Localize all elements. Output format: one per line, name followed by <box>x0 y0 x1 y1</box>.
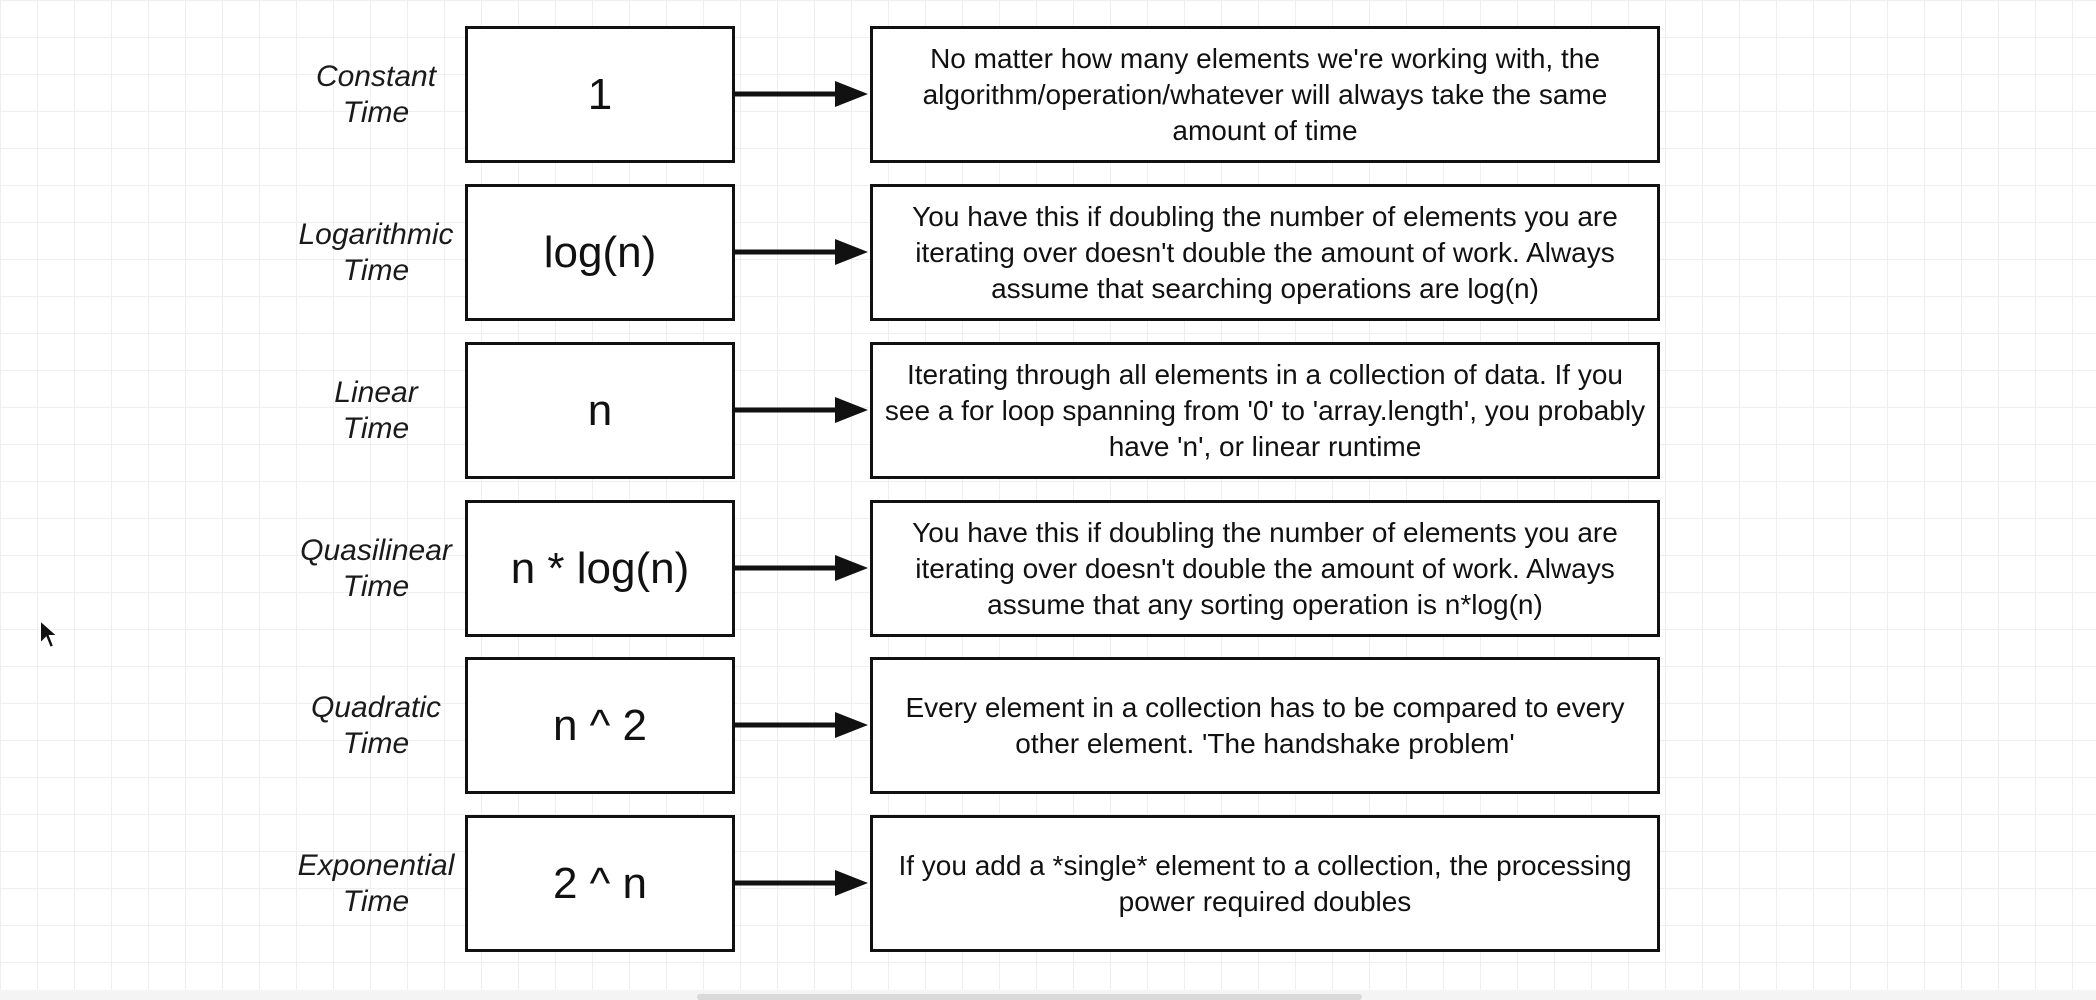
right-arrow-icon <box>735 555 868 581</box>
row-label: Quasilinear Time <box>283 500 469 637</box>
row-label-line2: Time <box>342 884 410 918</box>
right-arrow-icon <box>735 239 868 265</box>
complexity-row-logarithmic: Logarithmic Time log(n) You have this if… <box>0 184 2096 321</box>
row-label-line1: Exponential <box>297 848 455 882</box>
complexity-row-exponential: Exponential Time 2 ^ n If you add a *sin… <box>0 815 2096 952</box>
right-arrow-icon <box>735 870 868 896</box>
complexity-box[interactable]: n * log(n) <box>465 500 735 637</box>
right-arrow-icon <box>735 81 868 107</box>
complexity-box[interactable]: n <box>465 342 735 479</box>
description-box[interactable]: You have this if doubling the number of … <box>870 184 1660 321</box>
row-label-line1: Constant <box>315 59 437 93</box>
description-box[interactable]: No matter how many elements we're workin… <box>870 26 1660 163</box>
row-label-line2: Time <box>342 95 410 129</box>
complexity-row-quasilinear: Quasilinear Time n * log(n) You have thi… <box>0 500 2096 637</box>
row-label-line2: Time <box>342 411 410 445</box>
complexity-box[interactable]: 1 <box>465 26 735 163</box>
description-box[interactable]: You have this if doubling the number of … <box>870 500 1660 637</box>
row-label: Constant Time <box>283 26 469 163</box>
description-box[interactable]: If you add a *single* element to a colle… <box>870 815 1660 952</box>
row-label-line2: Time <box>342 253 410 287</box>
row-label-line1: Quadratic <box>310 690 442 724</box>
right-arrow-icon <box>735 397 868 423</box>
description-box[interactable]: Iterating through all elements in a coll… <box>870 342 1660 479</box>
row-label-line2: Time <box>342 569 410 603</box>
row-label-line1: Quasilinear <box>300 533 452 567</box>
complexity-box[interactable]: n ^ 2 <box>465 657 735 794</box>
horizontal-scrollbar-thumb[interactable] <box>697 994 1362 1000</box>
row-label-line1: Linear <box>334 375 418 409</box>
complexity-row-constant: Constant Time 1 No matter how many eleme… <box>0 26 2096 163</box>
row-label: Exponential Time <box>283 815 469 952</box>
row-label-line1: Logarithmic <box>298 217 454 251</box>
right-arrow-icon <box>735 712 868 738</box>
row-label: Quadratic Time <box>283 657 469 794</box>
row-label: Linear Time <box>283 342 469 479</box>
row-label: Logarithmic Time <box>283 184 469 321</box>
complexity-row-linear: Linear Time n Iterating through all elem… <box>0 342 2096 479</box>
row-label-line2: Time <box>342 726 410 760</box>
complexity-box[interactable]: 2 ^ n <box>465 815 735 952</box>
description-box[interactable]: Every element in a collection has to be … <box>870 657 1660 794</box>
complexity-row-quadratic: Quadratic Time n ^ 2 Every element in a … <box>0 657 2096 794</box>
complexity-box[interactable]: log(n) <box>465 184 735 321</box>
mouse-pointer-icon <box>39 618 60 650</box>
